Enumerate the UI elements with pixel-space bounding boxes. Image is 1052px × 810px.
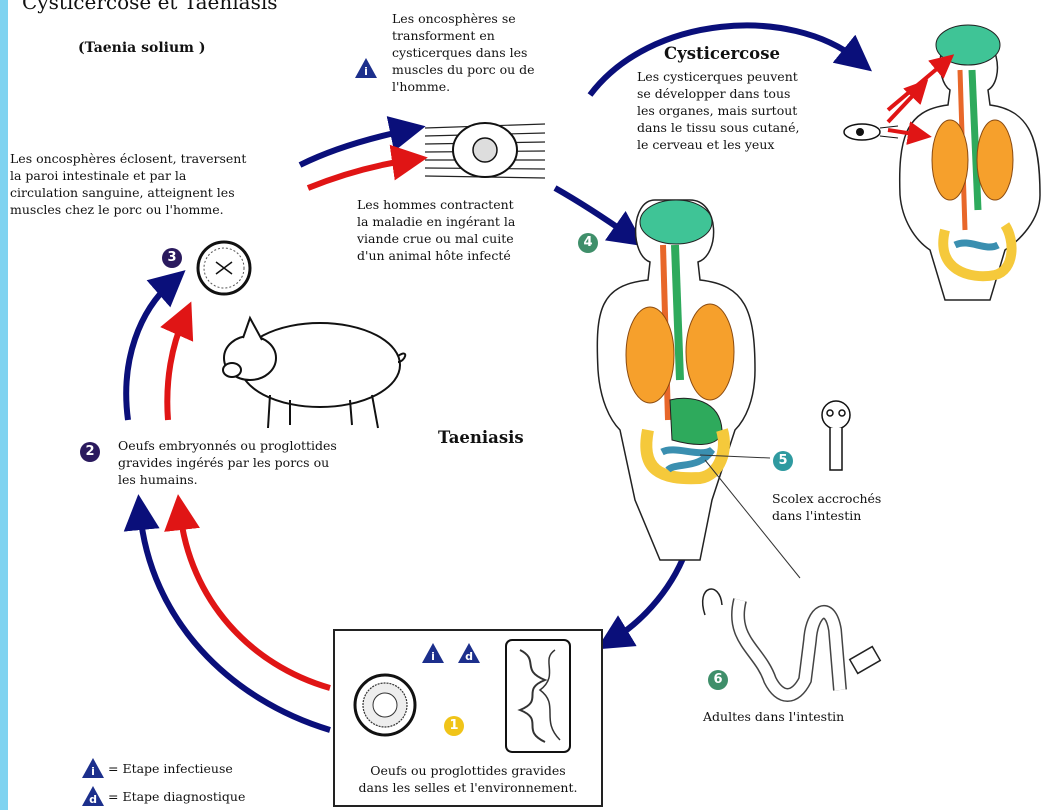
text-adults: Adultes dans l'intestin	[703, 708, 844, 725]
text-scolex: Scolex accrochés dans l'intestin	[772, 490, 881, 524]
diagram-title: Cysticercose et Taeniasis	[22, 0, 278, 14]
heading-cysticercose: Cysticercose	[664, 44, 780, 63]
human-body-cysticercose	[888, 25, 1040, 300]
egg-illustration	[355, 675, 415, 735]
legend-diagnostic-glyph: d	[89, 793, 97, 806]
infective-marker-step1: i	[355, 58, 377, 78]
pig-illustration	[223, 318, 405, 428]
arrow-blue-3-to-1	[300, 130, 408, 165]
text-stool: Oeufs ou proglottides gravides dans les …	[340, 762, 596, 796]
legend-diagnostic: d = Etape diagnostique	[82, 786, 245, 806]
diagram-subtitle: (Taenia solium )	[78, 40, 205, 56]
arrow-red-box-to-2	[180, 512, 330, 688]
text-humans-contract: Les hommes contractent la maladie en ing…	[357, 196, 515, 264]
diagnostic-marker-box: d	[458, 643, 480, 663]
step-badge-3: 3	[162, 248, 182, 268]
legend-infective: i = Etape infectieuse	[82, 758, 233, 778]
arrow-blue-1-to-4	[555, 188, 630, 236]
text-cysticercose-desc: Les cysticerques peuvent se développer d…	[637, 68, 799, 153]
scolex-illustration	[822, 401, 850, 470]
human-body-main	[597, 200, 755, 560]
diagnostic-legend-icon: d	[82, 786, 104, 806]
step-badge-6: 6	[708, 670, 728, 690]
legend-infective-label: = Etape infectieuse	[108, 761, 233, 776]
oncosphere-illustration	[198, 242, 250, 294]
step-badge-5: 5	[773, 451, 793, 471]
legend-infective-glyph: i	[91, 765, 95, 778]
infective-marker-label: i	[364, 65, 368, 78]
cyst-illustration	[425, 123, 545, 178]
text-step1-transform: Les oncosphères se transforment en cysti…	[392, 10, 535, 95]
heading-taeniasis: Taeniasis	[438, 428, 524, 447]
infective-marker-box: i	[422, 643, 444, 663]
text-eggs-ingested: Oeufs embryonnés ou proglottides gravide…	[118, 437, 337, 488]
step-badge-1: 1	[444, 716, 464, 736]
adult-worm-illustration	[703, 589, 881, 695]
diagnostic-marker-label: d	[465, 650, 473, 663]
step-badge-2: 2	[80, 442, 100, 462]
text-hatch: Les oncosphères éclosent, traversent la …	[10, 150, 246, 218]
legend-diagnostic-label: = Etape diagnostique	[108, 789, 245, 804]
arrow-red-2-to-3	[167, 318, 184, 420]
arrow-red-3-to-1	[308, 160, 410, 188]
step-badge-4: 4	[578, 233, 598, 253]
infective-marker-label: i	[431, 650, 435, 663]
arrow-blue-box-to-2	[140, 512, 330, 730]
infective-legend-icon: i	[82, 758, 104, 778]
proglottid-illustration	[506, 640, 570, 752]
